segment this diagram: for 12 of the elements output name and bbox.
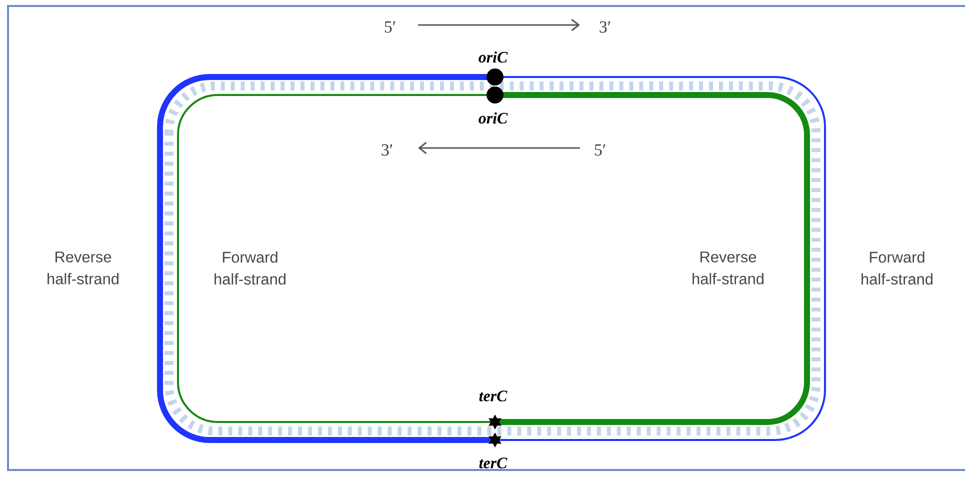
end-label: 5′	[594, 144, 606, 156]
end-label: 3′	[600, 21, 610, 33]
site-label: terC	[479, 458, 508, 468]
strand-label: Forward half-strand	[214, 251, 286, 285]
strand-label: Reverse half-strand	[692, 252, 764, 284]
site-label: oriC	[478, 112, 508, 124]
site-label: terC	[479, 390, 508, 402]
end-label: 5′	[384, 21, 396, 33]
end-label: 3′	[382, 144, 392, 156]
strand-label: Forward half-strand	[862, 251, 932, 285]
site-label: oriC	[478, 51, 508, 63]
strand-label: Reverse half-strand	[48, 252, 118, 284]
